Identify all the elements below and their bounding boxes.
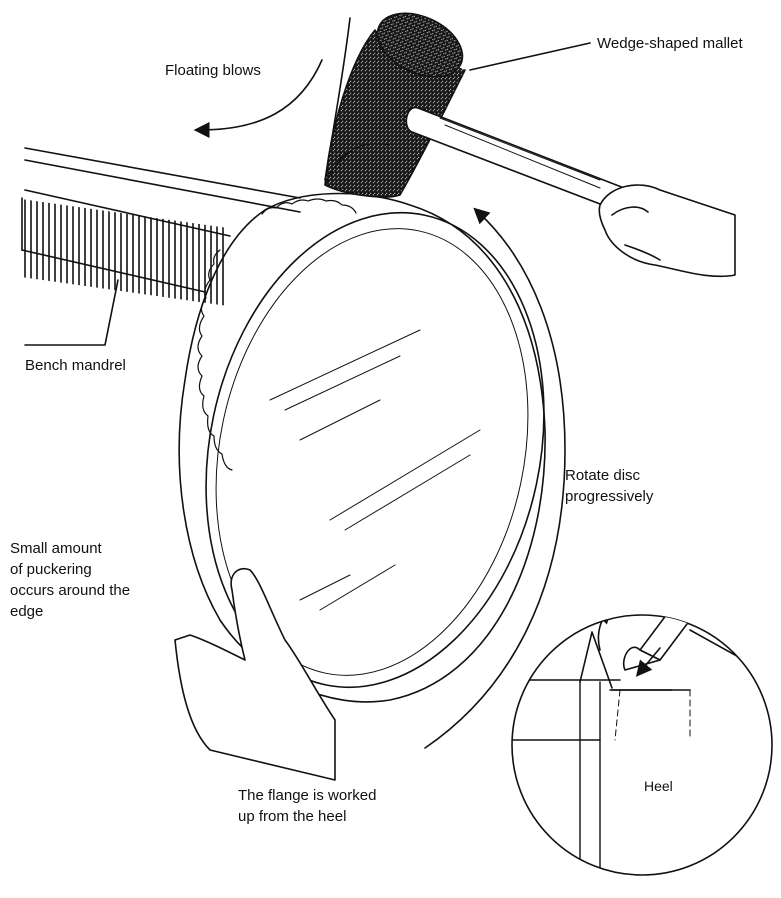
mallet-leader-line: [470, 43, 590, 70]
flange-line-2: up from the heel: [238, 806, 376, 827]
label-flange: The flange is worked up from the heel: [238, 785, 376, 827]
puckering-line-4: edge: [10, 601, 130, 622]
disc-reflection-lines: [270, 330, 480, 610]
disc-puckered-edge: [179, 194, 545, 702]
label-puckering: Small amount of puckering occurs around …: [10, 538, 130, 622]
inset-detail: [512, 570, 780, 898]
mallet: [325, 1, 473, 197]
right-hand: [599, 185, 735, 276]
rotate-line-2: progressively: [565, 486, 653, 507]
label-bench-mandrel: Bench mandrel: [25, 355, 126, 376]
mandrel-leader-line: [25, 280, 118, 345]
label-floating-blows: Floating blows: [165, 60, 261, 81]
label-rotate-disc: Rotate disc progressively: [565, 465, 653, 507]
flange-line-1: The flange is worked: [238, 785, 376, 806]
label-heel: Heel: [644, 776, 673, 797]
disc-inner-ring: [176, 199, 567, 704]
left-hand: [175, 569, 335, 780]
puckering-line-1: Small amount: [10, 538, 130, 559]
puckering-line-3: occurs around the: [10, 580, 130, 601]
rotate-line-1: Rotate disc: [565, 465, 653, 486]
puckering-line-2: of puckering: [10, 559, 130, 580]
label-wedge-mallet: Wedge-shaped mallet: [597, 33, 743, 54]
bench-mandrel: [22, 148, 300, 306]
